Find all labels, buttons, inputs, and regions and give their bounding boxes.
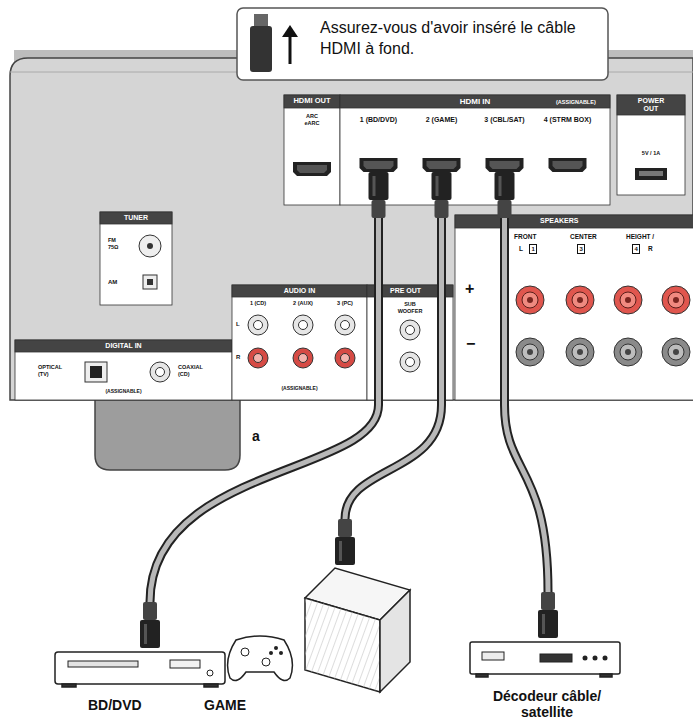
node-text: (ASSIGNABLE) (232, 386, 367, 392)
speakers-section: SPEAKERS FRONT L CENTER HEIGHT / R (455, 215, 693, 400)
node-text: TUNER (100, 214, 172, 222)
node-text: AM (108, 279, 117, 286)
hdmi-port: 2 (GAME) (415, 110, 468, 172)
cable-sat-box: Décodeur câble/ satellite (465, 638, 630, 726)
node-text: OPTICAL (TV) (38, 364, 70, 378)
tuner-section: TUNER FM 75Ω AM (100, 212, 172, 305)
node-text: GAME (204, 697, 246, 713)
node-text: R (236, 354, 240, 361)
node-text: DIGITAL IN (15, 342, 232, 350)
panel-sections (15, 95, 693, 400)
node-text: HEIGHT / (626, 233, 654, 240)
hdmi-cable (140, 172, 389, 648)
node-text: CENTER (570, 233, 597, 240)
game-console: GAME (198, 565, 415, 722)
node-text: L (519, 245, 523, 252)
node-text: Décodeur câble/ satellite (482, 688, 612, 720)
node-text: POWER OUT (631, 97, 671, 114)
node-text: COAXIAL (CD) (178, 364, 212, 378)
game-console-drawing (305, 568, 410, 692)
panel-foot (95, 400, 240, 470)
polarity-sign: + (465, 280, 474, 298)
node-text: 3 (CBL/SAT) (478, 116, 531, 124)
callout-number: 1 (529, 244, 537, 254)
node-text: BD/DVD (88, 697, 142, 713)
node-text: 4 (STRM BOX) (541, 116, 594, 124)
hdmi-out-section: HDMI OUT ARC eARC (284, 95, 340, 205)
hdmi-in-section: HDMI IN(ASSIGNABLE)1 (BD/DVD)2 (GAME)3 (… (340, 95, 610, 205)
node-text: 3 (PC) (333, 300, 357, 307)
connectors (85, 158, 690, 382)
figure-letter: a (252, 428, 260, 444)
node-text: AUDIO IN (232, 287, 367, 295)
power-out-section: POWER OUT 5V / 1A (617, 95, 685, 195)
node-text: 1 (CD) (246, 300, 270, 307)
pre-out-section: PRE OUT SUB WOOFER (367, 285, 453, 400)
node-text: (ASSIGNABLE) (556, 99, 596, 105)
game-controller-drawing (228, 636, 293, 680)
node-text: 2 (GAME) (415, 116, 468, 124)
callout-number: 4 (632, 244, 640, 254)
node-text: Assurez-vous d'avoir inséré le câble HDM… (320, 17, 595, 59)
hdmi-port: 1 (BD/DVD) (352, 110, 405, 172)
bd-dvd-player: BD/DVD (50, 648, 196, 720)
cable-sat-drawing (470, 642, 620, 677)
audio-in-section: AUDIO IN 1 (CD) 2 (AUX) 3 (PC) L R (ASSIGNABLE… (232, 285, 367, 400)
hdmi-cable (495, 172, 559, 638)
node-text: 2 (AUX) (291, 300, 315, 307)
callout-box: Assurez-vous d'avoir inséré le câble HDM… (237, 8, 608, 80)
node-text: (ASSIGNABLE) (15, 389, 232, 395)
hdmi-cable (335, 172, 452, 565)
node-text: SUB WOOFER (393, 301, 427, 315)
node-text: 5V / 1A (617, 150, 685, 156)
node-text: FM 75Ω (108, 237, 124, 251)
hdmi-port: 3 (CBL/SAT) (478, 110, 531, 172)
node-text: PRE OUT (390, 287, 421, 295)
node-text: L (236, 321, 240, 328)
digital-in-section: DIGITAL IN OPTICAL (TV) COAXIAL (CD) (ASSIG… (15, 340, 232, 400)
polarity-sign: − (466, 335, 475, 353)
bd-player-drawing (55, 652, 225, 687)
hdmi-port: 4 (STRM BOX) (541, 110, 594, 172)
node-text: SPEAKERS (540, 217, 579, 225)
node-text: 1 (BD/DVD) (352, 116, 405, 124)
callout-frame (237, 8, 608, 80)
node-text: ARC eARC (299, 113, 325, 127)
callout-number: 3 (577, 244, 585, 254)
node-text: HDMI OUT (284, 97, 340, 106)
node-text: FRONT (514, 233, 536, 240)
node-text: R (648, 245, 653, 252)
